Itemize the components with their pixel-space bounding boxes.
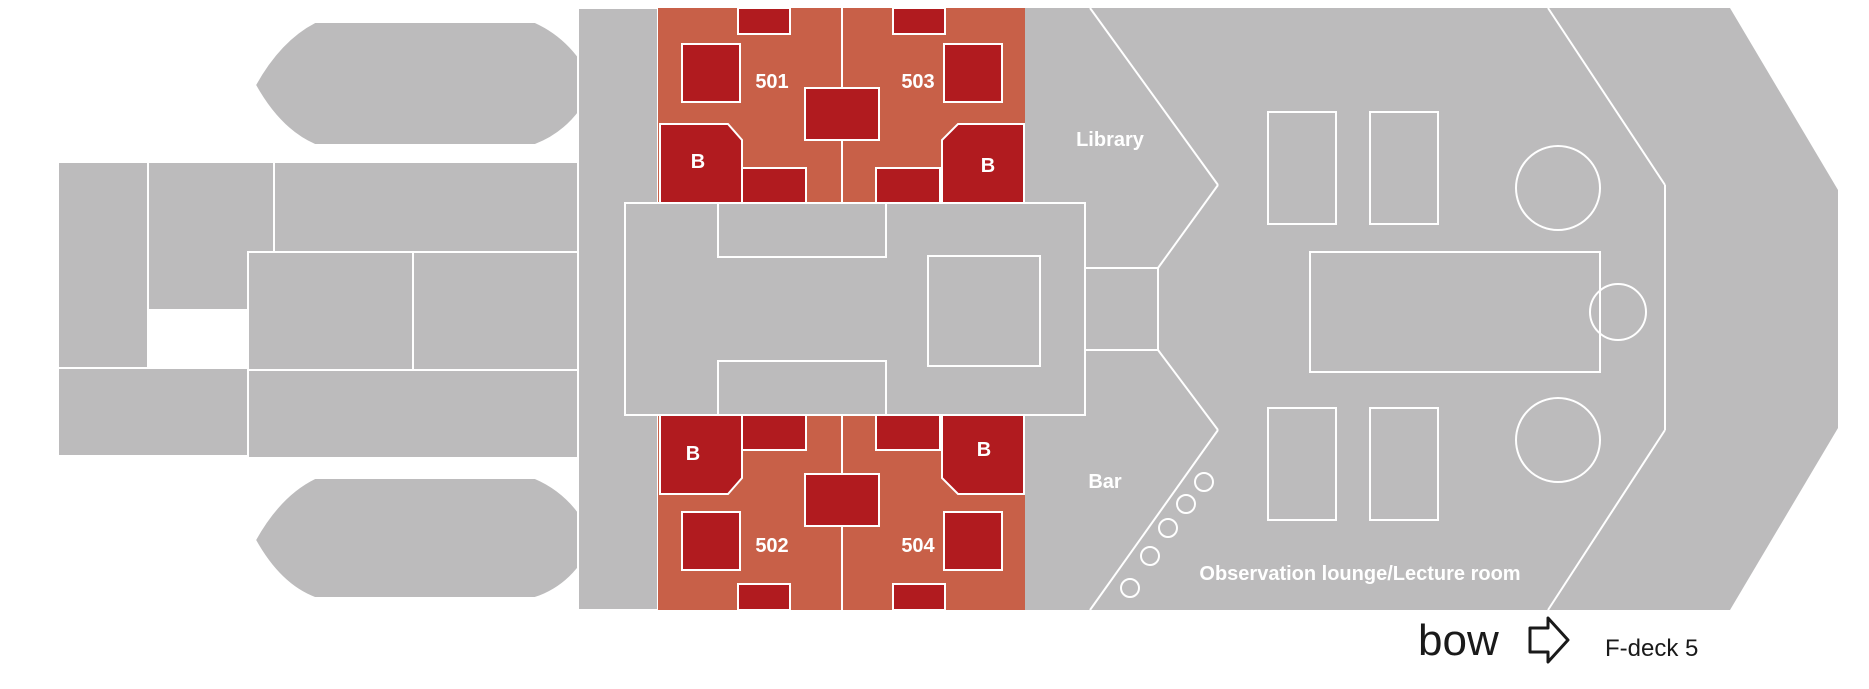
bathroom-label-top-left: B (691, 151, 705, 173)
bathrooms (659, 123, 1025, 495)
lounge-label: Observation lounge/Lecture room (1199, 563, 1520, 585)
bow-label: bow (1418, 616, 1499, 665)
library-label: Library (1076, 129, 1145, 151)
bow-deck (1025, 7, 1838, 611)
cabin-503-label: 503 (901, 71, 934, 93)
lifeboat-bottom (253, 477, 597, 599)
corridor (624, 202, 1086, 416)
lounge-chairs (1120, 472, 1214, 598)
deck-name-label: F-deck 5 (1605, 635, 1698, 662)
beds (681, 7, 1003, 611)
bar-label: Bar (1088, 471, 1122, 493)
arrow-right-outline-icon (1528, 616, 1570, 664)
cabin-504-label: 504 (901, 535, 935, 557)
bathroom-label-bottom-left: B (686, 443, 700, 465)
bathroom-label-bottom-right: B (977, 439, 991, 461)
cabin-501-label: 501 (755, 71, 788, 93)
lifeboat-top (253, 21, 597, 146)
cabin-502-label: 502 (755, 535, 788, 557)
lounge-furniture (1267, 111, 1647, 521)
bathroom-label-top-right: B (981, 155, 995, 177)
